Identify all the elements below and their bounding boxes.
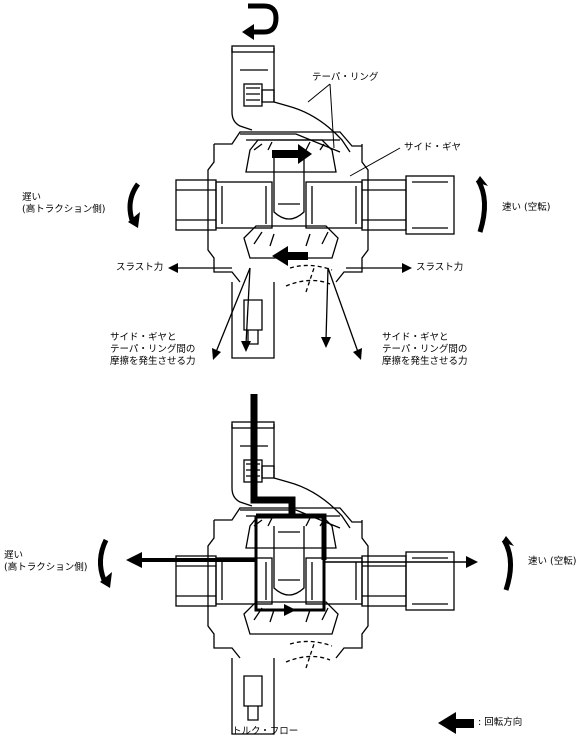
top-slow-wheel-label: 遅い (高トラクション側) <box>22 192 106 215</box>
thrust-force-label-right: スラスト力 <box>416 262 464 273</box>
rotation-direction-legend-icon <box>438 712 474 734</box>
top-left-wheel-rotation-icon <box>127 182 141 228</box>
top-input-rotation-icon <box>242 3 279 40</box>
top-gear-direction-arrow-left <box>272 246 308 266</box>
bottom-left-wheel-rotation-icon <box>98 538 112 588</box>
friction-force-label-left: サイド・ギヤと テーパ・リング間の 摩擦を発生させる力 <box>110 332 196 367</box>
friction-force-arrows-left <box>215 267 251 353</box>
torque-flow-caption: トルク・フロー <box>232 726 299 737</box>
torque-flow-arrow-right <box>466 556 478 568</box>
rotation-direction-legend-label: : 回転方向 <box>478 717 523 728</box>
side-gear-leader <box>349 147 401 177</box>
bottom-fast-wheel-label: 速い (空転) <box>528 556 577 567</box>
bottom-slow-wheel-label: 遅い (高トラクション側) <box>4 550 88 573</box>
bottom-differential-section <box>175 421 455 735</box>
taper-ring-label: テーパ・リング <box>312 72 379 83</box>
thrust-force-label-left: スラスト力 <box>116 262 164 273</box>
bottom-gear-direction-arrow-left <box>284 604 296 616</box>
top-fast-wheel-label: 速い (空転) <box>502 202 551 213</box>
side-gear-label: サイド・ギヤ <box>404 142 462 153</box>
taper-ring-leader <box>307 83 335 149</box>
thrust-force-arrow-right <box>346 263 412 273</box>
friction-force-label-right: サイド・ギヤと テーパ・リング間の 摩擦を発生させる力 <box>382 332 468 367</box>
friction-force-arrows-right <box>325 267 359 353</box>
top-differential-section <box>175 45 455 359</box>
thrust-force-arrow-left <box>168 263 232 273</box>
torque-flow-path <box>140 394 468 612</box>
bottom-right-wheel-rotation-icon <box>501 536 514 591</box>
torque-flow-arrow-left <box>126 552 142 568</box>
top-gear-direction-arrow-right <box>272 144 312 164</box>
top-right-wheel-rotation-icon <box>475 176 488 233</box>
